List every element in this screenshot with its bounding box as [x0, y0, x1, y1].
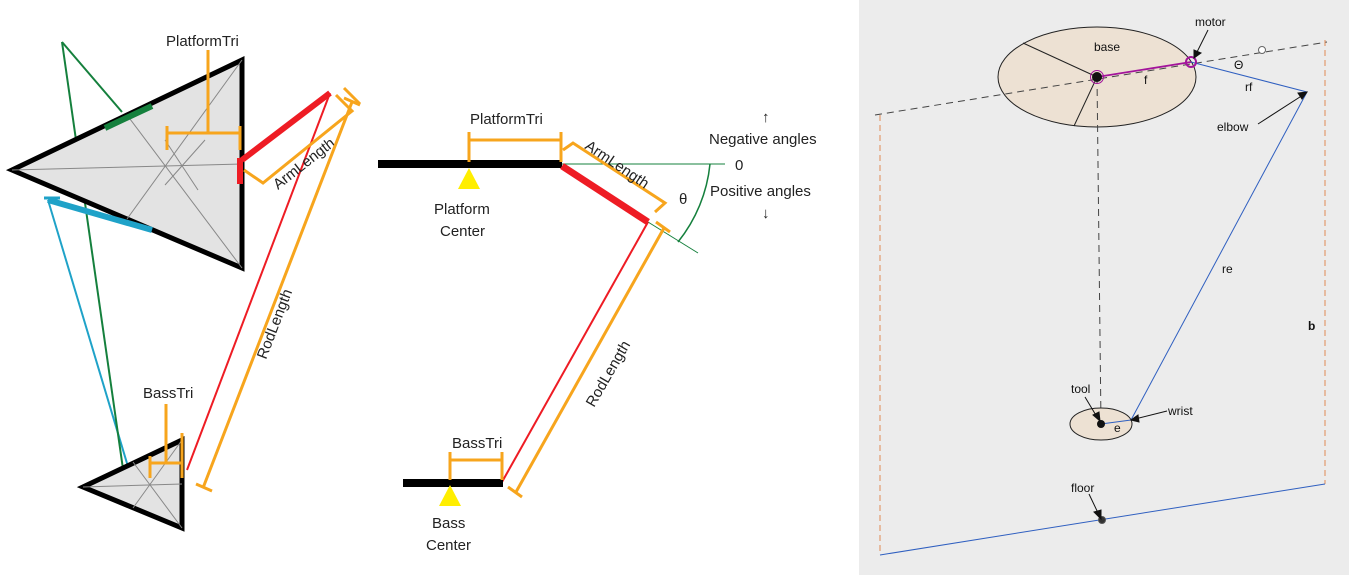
platform-tri-label: PlatformTri: [166, 33, 239, 50]
arm-extension-line: [647, 221, 699, 254]
side-view-diagram: Platform Center PlatformTri θ ArmLength …: [378, 109, 817, 554]
axis-end-point: [1258, 46, 1266, 54]
arm-length-dimension: [243, 86, 362, 185]
top-view-diagram: PlatformTri ArmLength RodLength Bass: [5, 33, 362, 532]
bass-triangle-lines: [82, 439, 183, 529]
platform-center-marker: [458, 168, 480, 189]
red-arm: [240, 90, 332, 163]
motor-label: motor: [1195, 15, 1226, 29]
positive-angles-label: Positive angles: [710, 183, 811, 200]
f-segment: [1096, 61, 1192, 78]
theta-arc: [677, 163, 711, 243]
down-arrow: ↓: [762, 205, 770, 222]
base-point-ring: [1090, 70, 1104, 84]
floor-label: floor: [1071, 481, 1094, 495]
re-label: re: [1222, 262, 1233, 276]
b-label: b: [1308, 319, 1315, 333]
wrist-label: wrist: [1167, 404, 1193, 418]
platform-center-label-1: Platform: [434, 201, 490, 218]
motor-point: [1185, 56, 1197, 68]
base-point: [1092, 72, 1102, 82]
side-platform-tri-dimension: [467, 132, 563, 162]
negative-angles-label: Negative angles: [709, 131, 817, 148]
annotation-arrows: [1084, 29, 1309, 521]
rod-length-dimension: [195, 96, 361, 493]
side-red-arm: [560, 163, 650, 225]
zero-label: 0: [735, 157, 743, 174]
base-tool-dashed: [1096, 76, 1102, 425]
blue-arm: [47, 197, 153, 233]
platform-tri-dimension: [165, 50, 242, 150]
e-label: e: [1114, 421, 1121, 435]
side-bass-tri-dimension: [448, 452, 504, 480]
rf-label: rf: [1245, 80, 1253, 94]
bass-center-label-1: Bass: [432, 515, 465, 532]
side-bass-tri-label: BassTri: [452, 435, 502, 452]
rod-length-label: RodLength: [254, 287, 296, 362]
platform-center-label-2: Center: [440, 223, 485, 240]
green-rod-top: [61, 41, 123, 113]
red-rod: [186, 92, 331, 471]
bass-center-label-2: Center: [426, 537, 471, 554]
theta-symbol-label: Θ: [1234, 58, 1243, 72]
re-segment: [1130, 91, 1308, 421]
bass-tri-label: BassTri: [143, 385, 193, 402]
bass-tri-dimension: [148, 404, 184, 478]
side-platform-tri-label: PlatformTri: [470, 111, 543, 128]
tool-label: tool: [1071, 382, 1090, 396]
elbow-label: elbow: [1217, 120, 1249, 134]
e-segment: [1100, 419, 1132, 425]
theta-label: θ: [679, 191, 687, 208]
green-arm: [103, 103, 154, 131]
blue-rod: [47, 199, 136, 491]
bass-center-marker: [439, 485, 461, 506]
f-label: f: [1144, 73, 1148, 87]
up-arrow: ↑: [762, 109, 770, 126]
side-rod-length-dimension: [507, 220, 671, 499]
schematic-3d-diagram: motor base f Θ rf elbow re b tool wrist …: [859, 0, 1349, 575]
side-rod-length-label: RodLength: [583, 338, 634, 410]
green-rod: [61, 41, 127, 491]
side-arm-length-dimension: [562, 141, 668, 214]
base-label: base: [1094, 40, 1120, 54]
rf-segment: [1190, 61, 1308, 93]
side-red-rod: [501, 221, 649, 483]
base-spokes: [1022, 42, 1098, 127]
platform-triangle-lines: [11, 59, 243, 269]
tool-point: [1097, 420, 1105, 428]
